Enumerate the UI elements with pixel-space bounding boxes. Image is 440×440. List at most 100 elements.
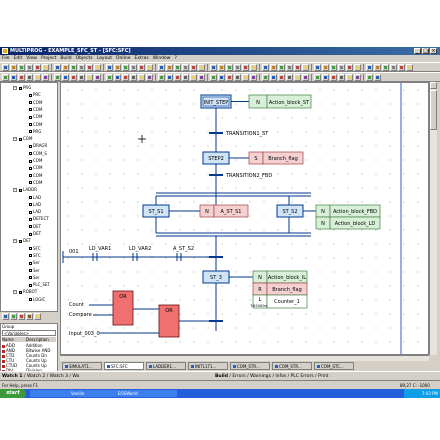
step-st-3[interactable]: ST_3	[202, 270, 230, 284]
toolbar-button-icon[interactable]	[54, 74, 61, 81]
plc-errors-tab[interactable]: PLC Errors	[290, 374, 314, 379]
toolbar-button-icon[interactable]	[210, 74, 217, 81]
taskbar-item[interactable]	[163, 390, 177, 397]
toolbar-button-icon[interactable]	[278, 74, 285, 81]
toolbar-button-icon[interactable]	[146, 74, 153, 81]
toolbar-button-icon[interactable]	[218, 64, 225, 71]
tree-item[interactable]: COM	[29, 114, 42, 119]
step-2[interactable]: STEP2	[202, 151, 230, 165]
document-tab[interactable]: COM_STR...	[272, 362, 312, 370]
tree-expand-toggle[interactable]: -	[13, 238, 17, 244]
errors-tab[interactable]: Errors	[232, 374, 246, 379]
tree-expand-toggle[interactable]: -	[13, 289, 17, 295]
toolbar-button-icon[interactable]	[166, 64, 173, 71]
taskbar-item[interactable]	[43, 390, 57, 397]
toolbar-button-icon[interactable]	[130, 74, 137, 81]
tree-item[interactable]: Ser	[29, 260, 40, 265]
document-tab[interactable]: COM_STR...	[230, 362, 270, 370]
library-tab-icon[interactable]	[10, 313, 17, 320]
toolbar-button-icon[interactable]	[198, 74, 205, 81]
toolbar-button-icon[interactable]	[218, 74, 225, 81]
toolbar-button-icon[interactable]	[330, 74, 337, 81]
watch-tab-1[interactable]: Watch 1	[2, 374, 23, 379]
watch-tab-2[interactable]: Watch 2	[26, 374, 46, 379]
tree-item[interactable]: DET	[29, 231, 41, 236]
tree-item[interactable]: COM	[19, 136, 32, 141]
menu-help[interactable]: ?	[174, 56, 177, 61]
toolbar-button-icon[interactable]	[18, 64, 25, 71]
toolbar-button-icon[interactable]	[210, 64, 217, 71]
toolbar-button-icon[interactable]	[354, 64, 361, 71]
toolbar-button-icon[interactable]	[106, 74, 113, 81]
toolbar-button-icon[interactable]	[78, 64, 85, 71]
toolbar-button-icon[interactable]	[34, 74, 41, 81]
toolbar-button-icon[interactable]	[322, 74, 329, 81]
toolbar-button-icon[interactable]	[294, 74, 301, 81]
sfc-editor-canvas[interactable]: INIT_STEP N Action_block_ST TRANSITION1_…	[60, 82, 429, 355]
tree-item[interactable]: DET	[19, 238, 31, 243]
ladder-transition[interactable]: 001 LD_VAR1 LD_VAR2 A_ST_S2	[62, 246, 211, 263]
infos-tab[interactable]: Infos	[275, 374, 287, 379]
toolbar-button-icon[interactable]	[314, 64, 321, 71]
toolbar-button-icon[interactable]	[174, 74, 181, 81]
build-tab[interactable]: Build	[215, 374, 228, 379]
toolbar-button-icon[interactable]	[234, 64, 241, 71]
toolbar-button-icon[interactable]	[2, 64, 9, 71]
menu-project[interactable]: Project	[40, 56, 57, 61]
toolbar-button-icon[interactable]	[42, 74, 49, 81]
toolbar-button-icon[interactable]	[34, 64, 41, 71]
document-tab[interactable]: INITL1T1...	[188, 362, 228, 370]
document-tab[interactable]: COM_STC...	[314, 362, 354, 370]
toolbar-button-icon[interactable]	[278, 64, 285, 71]
warnings-tab[interactable]: Warnings	[250, 374, 271, 379]
taskbar-item[interactable]	[56, 390, 70, 397]
document-tab[interactable]: SFC:SFC	[104, 362, 144, 370]
tree-item[interactable]: LOGIC	[29, 297, 45, 302]
init-action-block[interactable]: N Action_block_ST	[248, 94, 312, 109]
toolbar-button-icon[interactable]	[54, 64, 61, 71]
toolbar-button-icon[interactable]	[130, 64, 137, 71]
menu-view[interactable]: View	[26, 56, 37, 61]
init-step[interactable]: INIT_STEP	[200, 94, 232, 109]
toolbar-button-icon[interactable]	[26, 74, 33, 81]
tree-item[interactable]: COM	[29, 107, 42, 112]
toolbar-button-icon[interactable]	[198, 64, 205, 71]
tree-item[interactable]: SFC	[29, 253, 41, 258]
tree-item[interactable]: ROBOT	[19, 289, 37, 294]
watch-tab-3[interactable]: Watch 3	[49, 374, 68, 379]
tree-expand-toggle[interactable]: -	[13, 136, 17, 142]
group-select[interactable]: <Variables>	[2, 330, 56, 336]
st-3-action-block[interactable]: N Action_block_IL R Branch_flag L T#5000…	[249, 270, 308, 309]
menu-extras[interactable]: Extras	[134, 56, 149, 61]
taskbar-item[interactable]: EOSWorld	[116, 390, 164, 397]
toolbar-button-icon[interactable]	[10, 74, 17, 81]
toolbar-button-icon[interactable]	[138, 74, 145, 81]
document-tab[interactable]: LADDER1...	[146, 362, 186, 370]
toolbar-button-icon[interactable]	[286, 74, 293, 81]
hardware-tab-icon[interactable]	[18, 313, 25, 320]
toolbar-button-icon[interactable]	[250, 64, 257, 71]
toolbar-button-icon[interactable]	[330, 64, 337, 71]
toolbar-button-icon[interactable]	[302, 74, 309, 81]
tree-item[interactable]: COM	[29, 165, 42, 170]
menu-window[interactable]: Window	[152, 56, 171, 61]
st-s1-action-block[interactable]: N A_ST_S1	[199, 204, 249, 218]
column-name[interactable]: Name	[2, 337, 14, 342]
toolbar-button-icon[interactable]	[242, 64, 249, 71]
tree-item[interactable]: LAD	[29, 202, 41, 207]
tree-item[interactable]: Ser	[29, 275, 40, 280]
st-s2-action-block[interactable]: N Action_block_FBD N Action_block_LD	[315, 204, 381, 230]
folder-tab-icon[interactable]	[34, 313, 41, 320]
document-tab[interactable]: SIMULAT1...	[62, 362, 102, 370]
toolbar-button-icon[interactable]	[174, 64, 181, 71]
toolbar-button-icon[interactable]	[10, 64, 17, 71]
toolbar-button-icon[interactable]	[86, 64, 93, 71]
toolbar-button-icon[interactable]	[366, 74, 373, 81]
tree-item[interactable]: COM	[29, 158, 42, 163]
toolbar-button-icon[interactable]	[94, 64, 101, 71]
toolbar-button-icon[interactable]	[398, 64, 405, 71]
toolbar-button-icon[interactable]	[70, 74, 77, 81]
toolbar-button-icon[interactable]	[26, 64, 33, 71]
tree-item[interactable]: LADDR	[19, 187, 37, 192]
